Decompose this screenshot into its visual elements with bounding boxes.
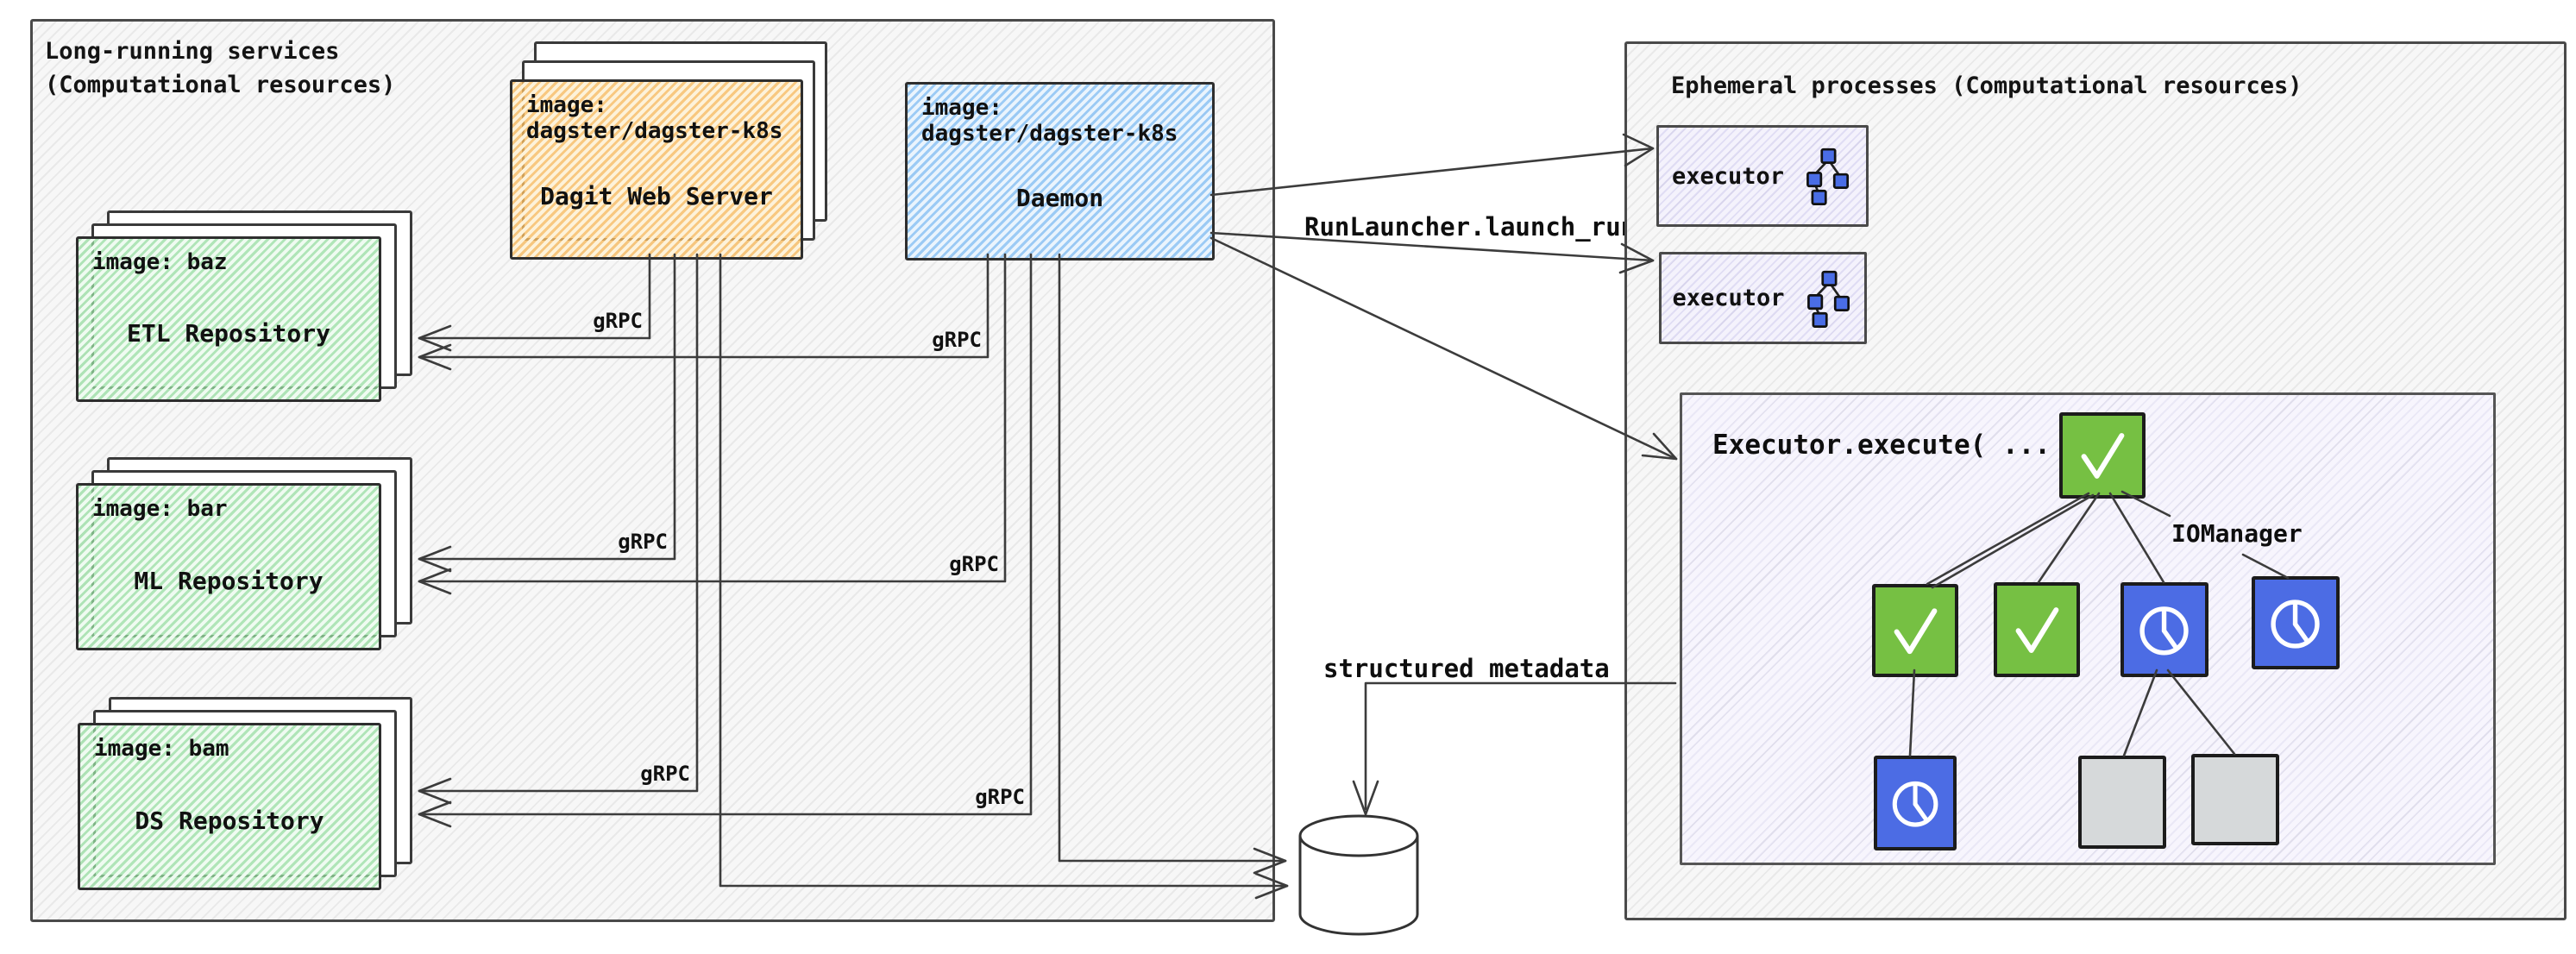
dagit-name: Dagit Web Server [540, 182, 773, 210]
arrow-daemon-execute-box [1209, 236, 1678, 461]
dagit-image-label: image: dagster/dagster-k8s [526, 92, 783, 144]
grpc-label-daemon-etl: gRPC [932, 328, 982, 352]
step-node-6 [2078, 756, 2166, 849]
step-node-root [2059, 412, 2146, 499]
executor-box-2: executor [1659, 252, 1867, 344]
executor-1-label: executor [1671, 162, 1785, 190]
clock-icon [1892, 781, 1938, 827]
step-node-7 [2191, 754, 2279, 845]
ml-name: ML Repository [134, 566, 324, 595]
iomanager-label: IOManager [2171, 519, 2303, 548]
daemon-name: Daemon [1015, 184, 1104, 212]
check-icon [2081, 433, 2125, 480]
grpc-label-dagit-ml: gRPC [618, 530, 668, 554]
grpc-label-dagit-ds: gRPC [640, 762, 690, 786]
step-node-1 [1872, 584, 1958, 677]
step-node-2 [1994, 582, 2080, 677]
ml-image-label: image: bar [92, 496, 228, 522]
left-panel-title: Long-running services (Computational res… [45, 38, 396, 99]
daemon-card: image: dagster/dagster-k8s Daemon [905, 82, 1215, 260]
ds-repository-card: image: bam DS Repository [78, 723, 381, 890]
grpc-label-dagit-etl: gRPC [593, 309, 643, 333]
clock-icon [2271, 599, 2321, 649]
step-node-4 [2252, 576, 2340, 669]
clock-icon [2139, 606, 2190, 656]
etl-image-label: image: baz [92, 249, 228, 275]
etl-repository-card: image: baz ETL Repository [76, 236, 381, 402]
arrow-daemon-executor-1 [1209, 133, 1655, 197]
executor-box-1: executor [1656, 125, 1869, 227]
grpc-label-daemon-ml: gRPC [949, 552, 999, 576]
right-panel-title: Ephemeral processes (Computational resou… [1671, 72, 2303, 99]
ml-repository-card: image: bar ML Repository [76, 483, 381, 650]
step-node-3 [2120, 582, 2208, 677]
daemon-image-label: image: dagster/dagster-k8s [921, 95, 1178, 147]
grpc-label-daemon-ds: gRPC [975, 785, 1025, 809]
ds-name: DS Repository [135, 806, 324, 835]
check-icon [1894, 608, 1938, 655]
mini-dag-icon [1806, 147, 1850, 205]
ds-image-label: image: bam [94, 736, 229, 762]
step-node-5 [1874, 756, 1957, 850]
executor-2-label: executor [1672, 285, 1785, 311]
dagit-web-server-card: image: dagster/dagster-k8s Dagit Web Ser… [510, 79, 803, 260]
mini-dag-icon [1806, 270, 1850, 328]
check-icon [2015, 607, 2059, 654]
executor-execute-label: Executor.execute( ... ) [1712, 430, 2083, 461]
etl-name: ETL Repository [126, 318, 330, 348]
database-label: Database [1304, 871, 1415, 900]
